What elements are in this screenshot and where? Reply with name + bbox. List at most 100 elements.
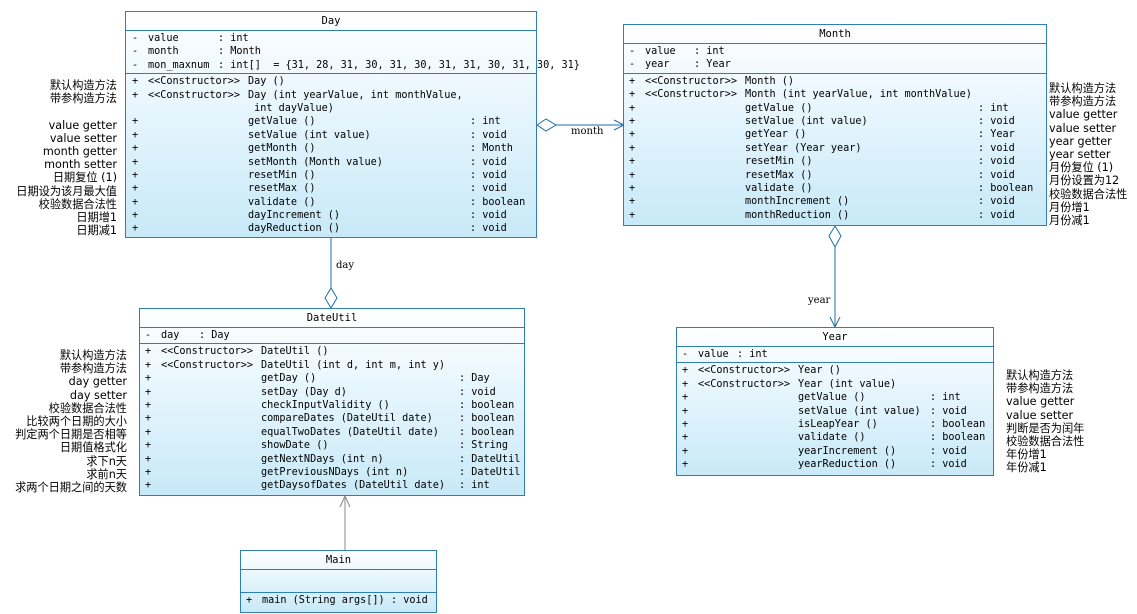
note-line: 带参构造方法: [1049, 95, 1117, 109]
member-name: checkInputValidity (): [261, 399, 390, 411]
association-label-month: month: [571, 126, 604, 137]
class-main-attributes: [241, 570, 436, 593]
attribute-row: -value: int: [677, 348, 993, 361]
note-line: 求下n天: [86, 454, 127, 468]
stereotype: <<Constructor>>: [148, 89, 241, 101]
operation-row: +isLeapYear (): boolean: [677, 418, 993, 431]
visibility: +: [682, 459, 689, 471]
note-line: 月份复位 (1): [1049, 161, 1114, 175]
member-type: : Year: [694, 59, 731, 71]
operation-row: + getDay () : Day: [140, 372, 524, 385]
class-day-attributes: -value: int-month: Month-mon_maxnum: int…: [126, 31, 580, 75]
operation-row: +getPreviousNDays (int n): DateUtil: [140, 466, 524, 479]
note-line: 带参构造方法: [59, 362, 127, 376]
member-type: : void: [978, 209, 1015, 221]
note-line: 校验数据合法性: [48, 401, 127, 415]
class-main[interactable]: Main +main (String args[]): void: [240, 550, 437, 613]
visibility: +: [246, 595, 253, 606]
operation-row: +setValue (int value): void: [126, 129, 536, 142]
member-type: : void: [470, 156, 507, 168]
member-name: getMonth (): [248, 143, 316, 155]
operation-row: + monthReduction () : void: [624, 209, 1046, 222]
note-line: 月份增1: [1049, 200, 1090, 214]
visibility: +: [145, 426, 152, 438]
class-dateutil-title: DateUtil: [140, 309, 524, 328]
member-name: resetMin (): [745, 156, 813, 168]
class-year-attributes: -value: int: [677, 347, 993, 364]
note-line: 默认构造方法: [1006, 369, 1074, 382]
visibility: +: [145, 359, 152, 371]
visibility: +: [132, 196, 139, 208]
note-line: 判断是否为闰年: [1006, 421, 1085, 435]
class-dateutil[interactable]: DateUtil -day: Day +<<Constructor>>DateU…: [139, 308, 525, 496]
operation-row: +main (String args[]): void: [241, 594, 436, 607]
visibility: -: [629, 59, 636, 71]
operation-row: +equalTwoDates (DateUtil date): boolean: [140, 426, 524, 439]
member-name: validate (): [248, 196, 316, 208]
visibility: +: [629, 102, 636, 114]
visibility: +: [682, 432, 689, 444]
operation-row: +resetMin (): void: [624, 155, 1046, 168]
note-line: year getter: [1049, 134, 1112, 148]
visibility: +: [145, 480, 152, 492]
member-name: dayReduction (): [248, 223, 341, 235]
operation-row: +monthIncrement (): void: [624, 195, 1046, 208]
operation-row: +getNextNDays (int n): DateUtil: [140, 453, 524, 466]
operation-row: +<<Constructor>>Year (): [677, 364, 993, 377]
visibility: -: [629, 46, 636, 57]
member-type: : Year: [978, 129, 1015, 141]
member-name: getValue (): [248, 116, 316, 128]
member-type: : Day: [459, 373, 490, 385]
operation-row: +showDate (): String: [140, 439, 524, 452]
visibility: +: [145, 440, 152, 452]
visibility: -: [132, 59, 139, 71]
member-name: equalTwoDates (DateUtil date): [261, 426, 439, 438]
note-line: 求两个日期之间的天数: [15, 480, 127, 494]
note-line: 月份减1: [1049, 213, 1090, 227]
member-type: : void: [470, 210, 507, 222]
day-month-aggregation-diamond: [536, 118, 557, 132]
class-year[interactable]: Year -value: int +<<Constructor>>Year ()…: [676, 327, 994, 476]
visibility: +: [145, 386, 152, 398]
visibility: +: [629, 209, 636, 221]
member-name: setValue (int value): [745, 115, 868, 127]
member-name: getValue (): [745, 102, 813, 114]
class-day[interactable]: Day -value: int-month: Month-mon_maxnum:…: [125, 11, 580, 238]
note-line: month setter: [44, 158, 117, 172]
note-line: [16, 105, 117, 118]
note-line: 校验数据合法性: [1006, 434, 1085, 448]
visibility: +: [629, 169, 636, 181]
note-line: 校验数据合法性: [1049, 187, 1128, 201]
operation-row: +setDay (Day d): void: [140, 386, 524, 399]
class-day-title: Day: [126, 12, 536, 31]
visibility: +: [629, 156, 636, 168]
class-dateutil-attributes: -day: Day: [140, 328, 524, 345]
note-line: 比较两个日期的大小: [26, 414, 127, 428]
operation-row: +getMonth (): Month: [126, 142, 536, 155]
class-year-title: Year: [677, 328, 993, 347]
member-type: : boolean: [930, 432, 986, 444]
visibility: +: [132, 156, 139, 168]
attribute-row: -year: Year: [624, 58, 1046, 71]
stereotype: <<Constructor>>: [161, 346, 254, 358]
note-line: 年份增1: [1006, 448, 1047, 462]
member-name: getDay (): [261, 373, 317, 385]
class-year-operations: +<<Constructor>>Year ()+<<Constructor>>Y…: [677, 363, 993, 472]
visibility: +: [145, 346, 152, 358]
visibility: +: [145, 373, 152, 385]
member-type: : void: [470, 183, 507, 195]
visibility: +: [132, 76, 139, 88]
member-name: monthIncrement (): [745, 196, 850, 208]
class-month[interactable]: Month -value: int-year: Year +<<Construc…: [623, 24, 1047, 226]
member-name: setMonth (Month value): [248, 156, 383, 168]
class-main-operations: +main (String args[]): void: [241, 593, 436, 608]
visibility: +: [132, 129, 139, 141]
member-type: : void: [930, 405, 967, 417]
member-type: : int[] = {31, 28, 31, 30, 31, 30, 31, 3…: [218, 59, 580, 71]
operation-row: +getDaysofDates (DateUtil date): int: [140, 479, 524, 492]
visibility: -: [682, 349, 689, 360]
member-name: monthReduction (): [745, 209, 850, 221]
visibility: +: [145, 399, 152, 411]
